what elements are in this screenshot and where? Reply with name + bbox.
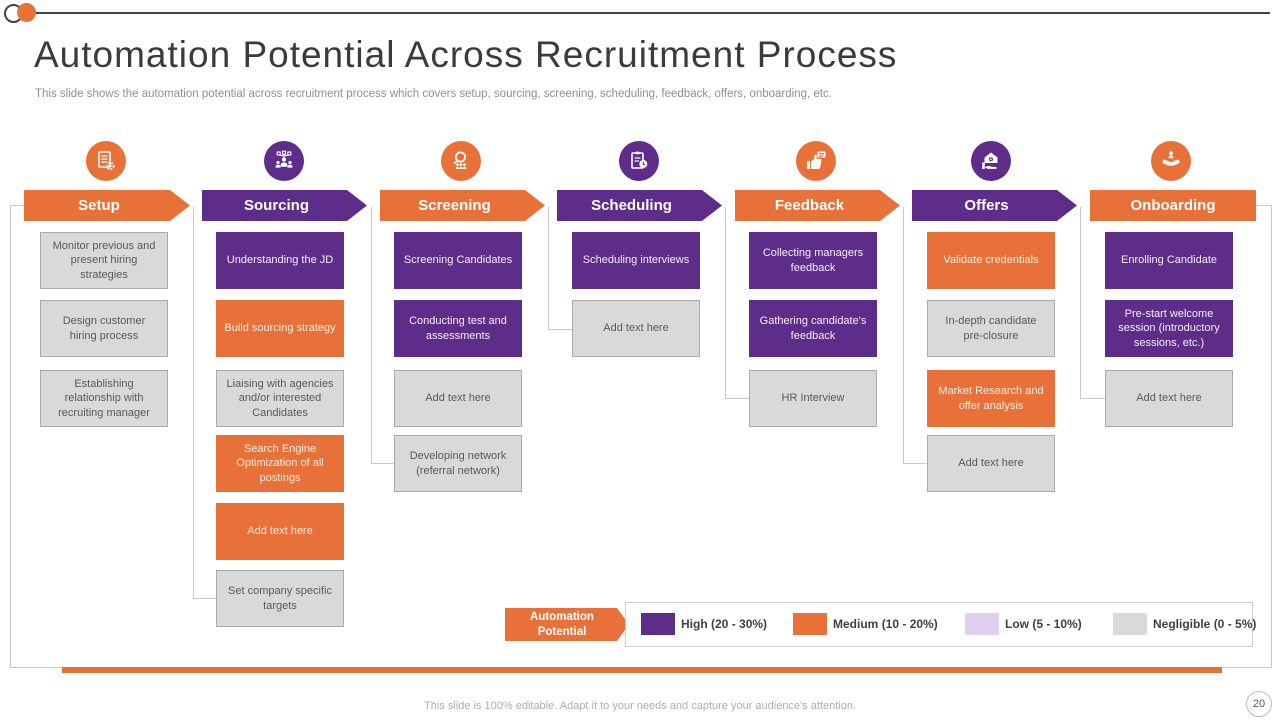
process-box[interactable]: Establishing relationship with recruitin… bbox=[40, 370, 168, 427]
connector-line bbox=[548, 207, 549, 329]
connector-line bbox=[371, 207, 372, 463]
connector-line bbox=[903, 207, 904, 463]
process-box[interactable]: Conducting test and assessments bbox=[394, 300, 522, 357]
page-title: Automation Potential Across Recruitment … bbox=[34, 34, 898, 75]
process-box[interactable]: Pre-start welcome session (introductory … bbox=[1105, 300, 1233, 357]
connector-line bbox=[903, 463, 927, 464]
process-box[interactable]: Collecting managers feedback bbox=[749, 232, 877, 289]
hand-offer-icon bbox=[971, 141, 1011, 181]
legend-label-low: Low (5 - 10%) bbox=[1005, 617, 1082, 631]
process-box[interactable]: Gathering candidate's feedback bbox=[749, 300, 877, 357]
legend-label-negligible: Negligible (0 - 5%) bbox=[1153, 617, 1257, 631]
stage-header-label: Setup bbox=[78, 197, 120, 214]
stage-header-screening[interactable]: Screening bbox=[380, 190, 545, 221]
stage-header-sourcing[interactable]: Sourcing bbox=[202, 190, 367, 221]
stage-header-onboarding[interactable]: Onboarding bbox=[1090, 190, 1256, 221]
setup-icon bbox=[86, 141, 126, 181]
connector-line bbox=[1080, 207, 1081, 398]
legend-banner-label: Automation Potential bbox=[530, 611, 594, 638]
stage-header-label: Offers bbox=[964, 197, 1009, 214]
process-box[interactable]: Screening Candidates bbox=[394, 232, 522, 289]
process-box[interactable]: Search Engine Optimization of all postin… bbox=[216, 435, 344, 492]
people-network-icon bbox=[264, 141, 304, 181]
connector-line bbox=[193, 207, 194, 598]
legend-label-high: High (20 - 30%) bbox=[681, 617, 768, 631]
process-box[interactable]: Validate credentials bbox=[927, 232, 1055, 289]
thumbs-up-feedback-icon bbox=[796, 141, 836, 181]
decorative-circle-orange bbox=[17, 3, 36, 22]
stage-header-feedback[interactable]: Feedback bbox=[735, 190, 900, 221]
connector-line bbox=[10, 205, 25, 206]
stage-header-setup[interactable]: Setup bbox=[24, 190, 190, 221]
handshake-icon bbox=[1151, 141, 1191, 181]
process-box[interactable]: Monitor previous and present hiring stra… bbox=[40, 232, 168, 289]
process-box[interactable]: Add text here bbox=[394, 370, 522, 427]
footer-note: This slide is 100% editable. Adapt it to… bbox=[424, 700, 856, 712]
connector-line bbox=[548, 329, 572, 330]
process-box[interactable]: Understanding the JD bbox=[216, 232, 344, 289]
stage-header-label: Scheduling bbox=[591, 197, 672, 214]
stage-header-label: Feedback bbox=[774, 197, 845, 214]
process-box[interactable]: Add text here bbox=[927, 435, 1055, 492]
process-box[interactable]: Set company specific targets bbox=[216, 570, 344, 627]
stage-header-label: Screening bbox=[418, 197, 491, 214]
connector-line bbox=[1256, 205, 1272, 206]
connector-line bbox=[1271, 205, 1272, 667]
top-divider-line bbox=[36, 12, 1270, 14]
legend-swatch-negligible bbox=[1113, 613, 1147, 635]
process-box[interactable]: Add text here bbox=[572, 300, 700, 357]
legend-swatch-medium bbox=[793, 613, 827, 635]
process-box[interactable]: Enrolling Candidate bbox=[1105, 232, 1233, 289]
process-box[interactable]: In-depth candidate pre-closure bbox=[927, 300, 1055, 357]
process-box[interactable]: Add text here bbox=[216, 503, 344, 560]
connector-line bbox=[193, 598, 216, 599]
legend-swatch-low bbox=[965, 613, 999, 635]
legend-label-medium: Medium (10 - 20%) bbox=[833, 617, 938, 631]
search-candidates-icon bbox=[441, 141, 481, 181]
process-box[interactable]: Developing network (referral network) bbox=[394, 435, 522, 492]
process-box[interactable]: Scheduling interviews bbox=[572, 232, 700, 289]
connector-line bbox=[725, 398, 749, 399]
process-box[interactable]: Design customer hiring process bbox=[40, 300, 168, 357]
clipboard-clock-icon bbox=[619, 141, 659, 181]
legend-box bbox=[625, 602, 1253, 647]
process-box[interactable]: Liaising with agencies and/or interested… bbox=[216, 370, 344, 427]
connector-line bbox=[1080, 398, 1105, 399]
stage-header-scheduling[interactable]: Scheduling bbox=[557, 190, 722, 221]
connector-line bbox=[371, 463, 394, 464]
legend-swatch-high bbox=[641, 613, 675, 635]
process-box[interactable]: HR Interview bbox=[749, 370, 877, 427]
stage-header-label: Sourcing bbox=[243, 197, 309, 214]
connector-line bbox=[10, 205, 11, 668]
page-number: 20 bbox=[1246, 691, 1272, 717]
stage-header-label: Onboarding bbox=[1130, 197, 1216, 214]
process-box[interactable]: Market Research and offer analysis bbox=[927, 370, 1055, 427]
bottom-accent-bar bbox=[62, 667, 1222, 673]
page-subtitle: This slide shows the automation potentia… bbox=[35, 88, 832, 100]
process-box[interactable]: Build sourcing strategy bbox=[216, 300, 344, 357]
process-box[interactable]: Add text here bbox=[1105, 370, 1233, 427]
legend-banner: Automation Potential bbox=[505, 608, 629, 641]
connector-line bbox=[725, 207, 726, 398]
stage-header-offers[interactable]: Offers bbox=[912, 190, 1077, 221]
